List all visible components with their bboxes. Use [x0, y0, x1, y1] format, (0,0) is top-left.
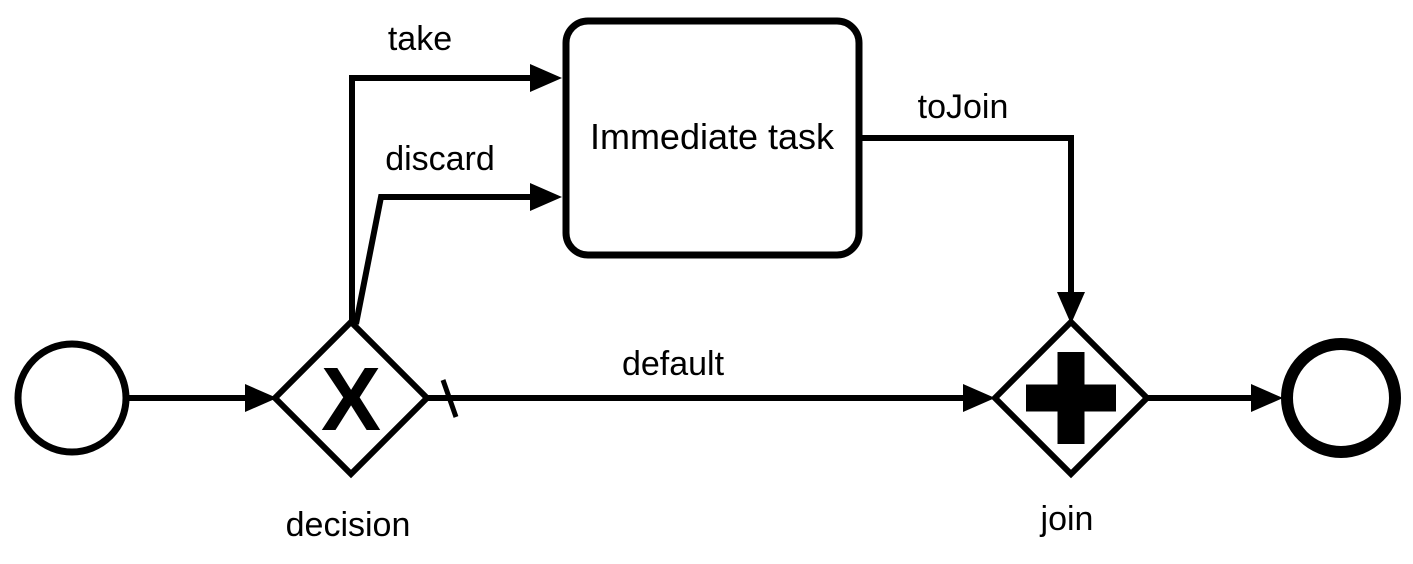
gateway-diamond [270, 317, 432, 479]
exclusive-gateway-x-icon: X [321, 350, 381, 450]
sequence-flow-tojoin[interactable]: toJoin [862, 88, 1085, 324]
sequence-flow-start-to-decision[interactable] [126, 384, 277, 412]
edge-label-tojoin: toJoin [918, 88, 1009, 126]
task-rounded-rect [562, 17, 863, 259]
arrowhead-icon [1057, 292, 1085, 324]
node-label-decision: decision [286, 506, 411, 544]
task-label: Immediate task [590, 116, 835, 157]
edge-label-discard: discard [385, 140, 495, 178]
arrowhead-icon [1251, 384, 1283, 412]
arrowhead-icon [963, 384, 995, 412]
task-immediate-task[interactable]: Immediate task [562, 17, 863, 259]
sequence-flow-discard[interactable]: discard [353, 140, 562, 325]
end-event-circle [1281, 338, 1401, 458]
flow-line [353, 194, 530, 325]
flow-line [862, 135, 1074, 292]
arrowhead-icon [530, 64, 562, 92]
end-event[interactable] [1281, 338, 1401, 458]
flow-line [349, 75, 530, 326]
arrowhead-icon [530, 183, 562, 211]
sequence-flow-take[interactable]: take [349, 20, 562, 326]
edge-label-default: default [622, 345, 725, 383]
parallel-gateway-join[interactable]: join [990, 317, 1152, 538]
parallel-gateway-plus-icon [1026, 352, 1116, 444]
sequence-flow-join-to-end[interactable] [1147, 384, 1283, 412]
default-flow-slash-icon [440, 379, 459, 418]
start-event-circle [14, 340, 130, 456]
arrowhead-icon [245, 384, 277, 412]
start-event[interactable] [14, 340, 130, 456]
edge-label-take: take [388, 20, 452, 58]
sequence-flow-default[interactable]: default [427, 345, 995, 418]
node-label-join: join [1040, 500, 1094, 538]
exclusive-gateway-decision[interactable]: X decision [270, 317, 432, 544]
